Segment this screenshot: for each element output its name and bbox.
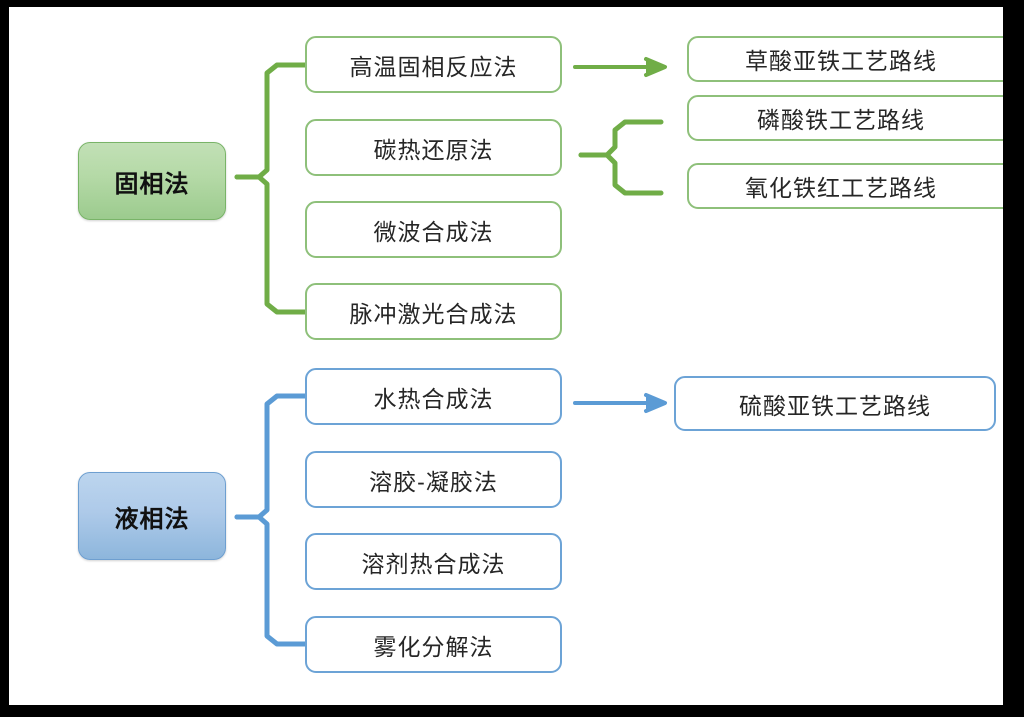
method-microwave-synthesis[interactable]: 微波合成法 <box>305 201 562 258</box>
method-atomization-decomposition-label: 雾化分解法 <box>373 633 494 660</box>
method-hydrothermal-synthesis[interactable]: 水热合成法 <box>305 368 562 425</box>
root-node-liquid-phase[interactable]: 液相法 <box>78 472 226 560</box>
route-iron-phosphate-label: 磷酸铁工艺路线 <box>757 107 925 133</box>
method-microwave-synthesis-label: 微波合成法 <box>373 218 494 245</box>
root-node-liquid-phase-label: 液相法 <box>114 505 190 533</box>
method-carbothermal-reduction-label: 碳热还原法 <box>373 136 494 163</box>
route-ferrous-sulfate[interactable]: 硫酸亚铁工艺路线 <box>674 376 996 431</box>
diagram-canvas: 固相法 高温固相反应法 碳热还原法 微波合成法 脉冲激光合成法 草酸亚铁工艺路线… <box>9 7 1003 705</box>
brace-solid-bottom <box>234 174 308 315</box>
method-pulsed-laser-synthesis-label: 脉冲激光合成法 <box>349 300 518 327</box>
method-hydrothermal-synthesis-label: 水热合成法 <box>373 385 494 412</box>
method-pulsed-laser-synthesis[interactable]: 脉冲激光合成法 <box>305 283 562 340</box>
method-high-temp-solid-state-label: 高温固相反应法 <box>349 53 518 80</box>
arrow-head-ferrous-oxalate <box>644 57 667 77</box>
route-iron-oxide-red-label: 氧化铁红工艺路线 <box>745 175 937 201</box>
method-solvothermal-synthesis[interactable]: 溶剂热合成法 <box>305 533 562 590</box>
route-iron-oxide-red[interactable]: 氧化铁红工艺路线 <box>687 163 1003 209</box>
arrow-head-ferrous-sulfate <box>644 393 667 413</box>
method-atomization-decomposition[interactable]: 雾化分解法 <box>305 616 562 673</box>
root-node-solid-phase[interactable]: 固相法 <box>78 142 226 220</box>
method-sol-gel-label: 溶胶-凝胶法 <box>369 468 498 495</box>
brace-carbothermal-bottom <box>578 152 664 196</box>
root-node-solid-phase-label: 固相法 <box>114 170 190 198</box>
method-high-temp-solid-state[interactable]: 高温固相反应法 <box>305 36 562 93</box>
brace-carbothermal-top <box>578 119 664 158</box>
method-sol-gel[interactable]: 溶胶-凝胶法 <box>305 451 562 508</box>
route-ferrous-sulfate-label: 硫酸亚铁工艺路线 <box>739 392 931 419</box>
route-ferrous-oxalate-label: 草酸亚铁工艺路线 <box>745 48 937 74</box>
brace-solid-top <box>234 62 308 180</box>
method-solvothermal-synthesis-label: 溶剂热合成法 <box>361 550 506 577</box>
route-ferrous-oxalate[interactable]: 草酸亚铁工艺路线 <box>687 36 1003 82</box>
method-carbothermal-reduction[interactable]: 碳热还原法 <box>305 119 562 176</box>
brace-liquid-bottom <box>234 514 308 647</box>
route-iron-phosphate[interactable]: 磷酸铁工艺路线 <box>687 95 1003 141</box>
brace-liquid-top <box>234 393 308 520</box>
